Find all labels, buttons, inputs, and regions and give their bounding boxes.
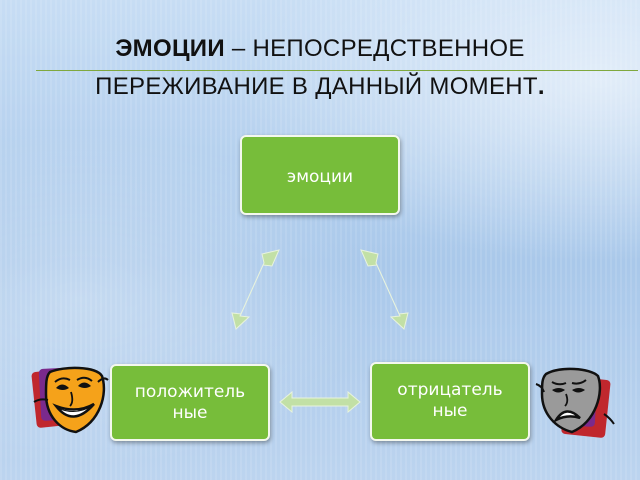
node-positive-line1: положитель [134,382,246,402]
node-positive-line2: ные [172,403,208,423]
node-negative-line2: ные [432,401,468,421]
double-arrow-right-icon [360,249,409,330]
node-positive: положитель ные [110,364,270,441]
double-arrow-bottom-icon [279,390,361,414]
title-line-2: ПЕРЕЖИВАНИЕ В ДАННЫЙ МОМЕНТ. [30,68,610,106]
node-emotions-label: эмоции [286,167,354,187]
node-negative-text: отрицатель ные [397,380,502,422]
node-negative: отрицатель ные [370,362,530,441]
title-underline [36,70,638,71]
title-keyword: ЭМОЦИИ [115,35,225,62]
slide-title: ЭМОЦИИ – НЕПОСРЕДСТВЕННОЕ ПЕРЕЖИВАНИЕ В … [30,30,610,106]
node-negative-line1: отрицатель [397,380,503,400]
node-emotions: эмоции [240,135,400,215]
node-positive-text: положитель ные [135,382,245,424]
title-definition-part2: ПЕРЕЖИВАНИЕ В ДАННЫЙ МОМЕНТ [95,73,538,100]
tragedy-mask-icon [535,367,615,438]
title-line-1: ЭМОЦИИ – НЕПОСРЕДСТВЕННОЕ [30,30,610,68]
double-arrow-left-icon [231,249,280,330]
title-definition-part1: – НЕПОСРЕДСТВЕННОЕ [224,35,525,62]
title-period: . [537,73,545,100]
comedy-mask-icon [31,366,109,434]
